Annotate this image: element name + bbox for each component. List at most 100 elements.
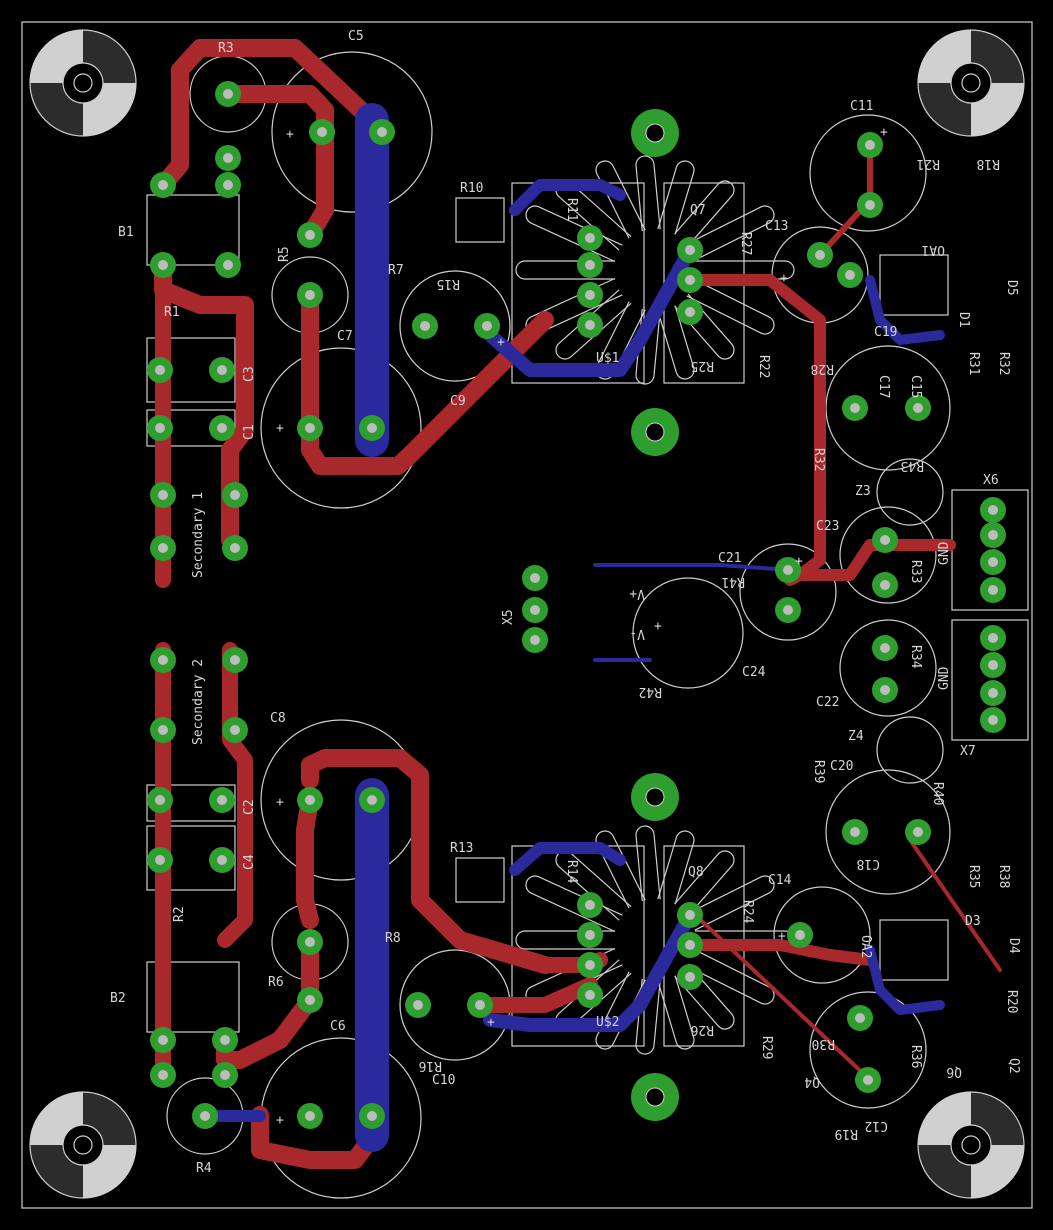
- label-r32: R32: [996, 352, 1011, 375]
- plus-c7: +: [276, 421, 284, 436]
- label-r6: R6: [268, 975, 284, 990]
- pad-drill: [988, 557, 998, 567]
- trace-bot-5: [509, 842, 626, 876]
- pad-drill: [855, 1013, 865, 1023]
- heatsink-mount-hole: [645, 1087, 665, 1107]
- plus-c24: +: [654, 619, 662, 634]
- pads: [147, 81, 1006, 1129]
- pad-drill: [482, 321, 492, 331]
- plus-c11: +: [880, 125, 888, 140]
- heatsink-fin: [686, 279, 775, 335]
- b2-outline: [146, 961, 240, 1033]
- label-c1: C1: [242, 424, 257, 440]
- label-r11: R11: [564, 198, 579, 221]
- plus-c14: +: [778, 929, 786, 944]
- heatsink-fin: [695, 260, 795, 280]
- label-r34: R34: [908, 645, 923, 669]
- pad-drill: [230, 490, 240, 500]
- label-r38: R38: [996, 865, 1011, 888]
- trace-top-1: [154, 39, 391, 194]
- heatsink-mount-hole: [645, 787, 665, 807]
- plus-c23: +: [795, 554, 803, 569]
- b1-outline: [146, 194, 240, 266]
- plus-c5: +: [286, 127, 294, 142]
- label-r1: R1: [164, 305, 180, 320]
- c7-outline: [260, 347, 422, 509]
- pad-drill: [685, 972, 695, 982]
- pad-drill: [420, 321, 430, 331]
- trace-top-8: [301, 749, 554, 974]
- pad-drill: [230, 655, 240, 665]
- label-r8: R8: [385, 931, 401, 946]
- silkscreen-labels: R3 C5 B1 R5 R7 R1 C3 C1 C7 C9 R10 R15 Q7…: [110, 29, 1021, 1176]
- pad-drill: [217, 855, 227, 865]
- label-r21: R21: [917, 156, 940, 171]
- c5-outline: [271, 51, 433, 213]
- label-q2: Q2: [1006, 1058, 1021, 1074]
- label-r29: R29: [759, 1036, 774, 1059]
- pad-drill: [685, 245, 695, 255]
- label-c14: C14: [768, 873, 792, 888]
- pad-drill: [155, 423, 165, 433]
- heatsink-fin: [595, 160, 646, 239]
- heatsink-fin: [515, 260, 615, 280]
- heatsink-fin: [674, 963, 735, 1030]
- pad-drill: [223, 180, 233, 190]
- label-c13: C13: [765, 219, 788, 234]
- pad-drill: [988, 505, 998, 515]
- pad-drill: [317, 127, 327, 137]
- label-r26: R26: [691, 1022, 714, 1037]
- label-c8: C8: [270, 711, 286, 726]
- label-r40: R40: [930, 782, 945, 805]
- pad-drill: [795, 930, 805, 940]
- pad-drill: [585, 930, 595, 940]
- pad-drill: [880, 580, 890, 590]
- label-u1: U$1: [596, 351, 619, 366]
- pad-drill: [530, 635, 540, 645]
- label-r2: R2: [172, 906, 187, 922]
- pad-drill: [865, 200, 875, 210]
- label-r16: R16: [419, 1058, 442, 1073]
- pad-drill: [217, 365, 227, 375]
- pad-drill: [158, 180, 168, 190]
- pad-drill: [685, 275, 695, 285]
- plus-c9: +: [497, 335, 505, 350]
- label-c11: C11: [850, 99, 873, 114]
- label-x6: X6: [983, 473, 999, 488]
- plus-c13: +: [780, 271, 788, 286]
- trace-top-2: [219, 85, 334, 244]
- pad-drill: [155, 855, 165, 865]
- pad-drill: [585, 260, 595, 270]
- label-d1: D1: [956, 312, 971, 328]
- c14-outline: [773, 886, 871, 984]
- pad-drill: [783, 605, 793, 615]
- label-c3: C3: [242, 366, 257, 382]
- label-r28: R28: [811, 361, 834, 376]
- label-c5: C5: [348, 29, 364, 44]
- pad-drill: [158, 655, 168, 665]
- pad-drill: [585, 290, 595, 300]
- c4-outline: [146, 825, 236, 891]
- pad-drill: [220, 1035, 230, 1045]
- pad-drill: [158, 1070, 168, 1080]
- label-c22: C22: [816, 695, 839, 710]
- label-c4: C4: [242, 854, 257, 870]
- x7-outline: [951, 619, 1029, 741]
- pad-drill: [305, 1111, 315, 1121]
- label-r22: R22: [756, 355, 771, 378]
- label-r41: R41: [722, 574, 745, 589]
- trace-bot-4: [509, 179, 626, 216]
- polarity-marks: + + + + + + + + + + +: [276, 125, 888, 1128]
- label-c7: C7: [337, 329, 353, 344]
- label-r3: R3: [218, 41, 234, 56]
- pad-drill: [217, 423, 227, 433]
- heatsink-fin: [525, 205, 623, 263]
- label-r20: R20: [1004, 990, 1019, 1013]
- pad-drill: [850, 827, 860, 837]
- label-r42: R42: [639, 684, 662, 699]
- label-u2: U$2: [596, 1015, 619, 1030]
- heatsink-fin: [635, 825, 661, 902]
- pad-drill: [158, 490, 168, 500]
- heatsink-fin: [686, 875, 775, 931]
- label-sec2: Secondary 2: [191, 659, 206, 745]
